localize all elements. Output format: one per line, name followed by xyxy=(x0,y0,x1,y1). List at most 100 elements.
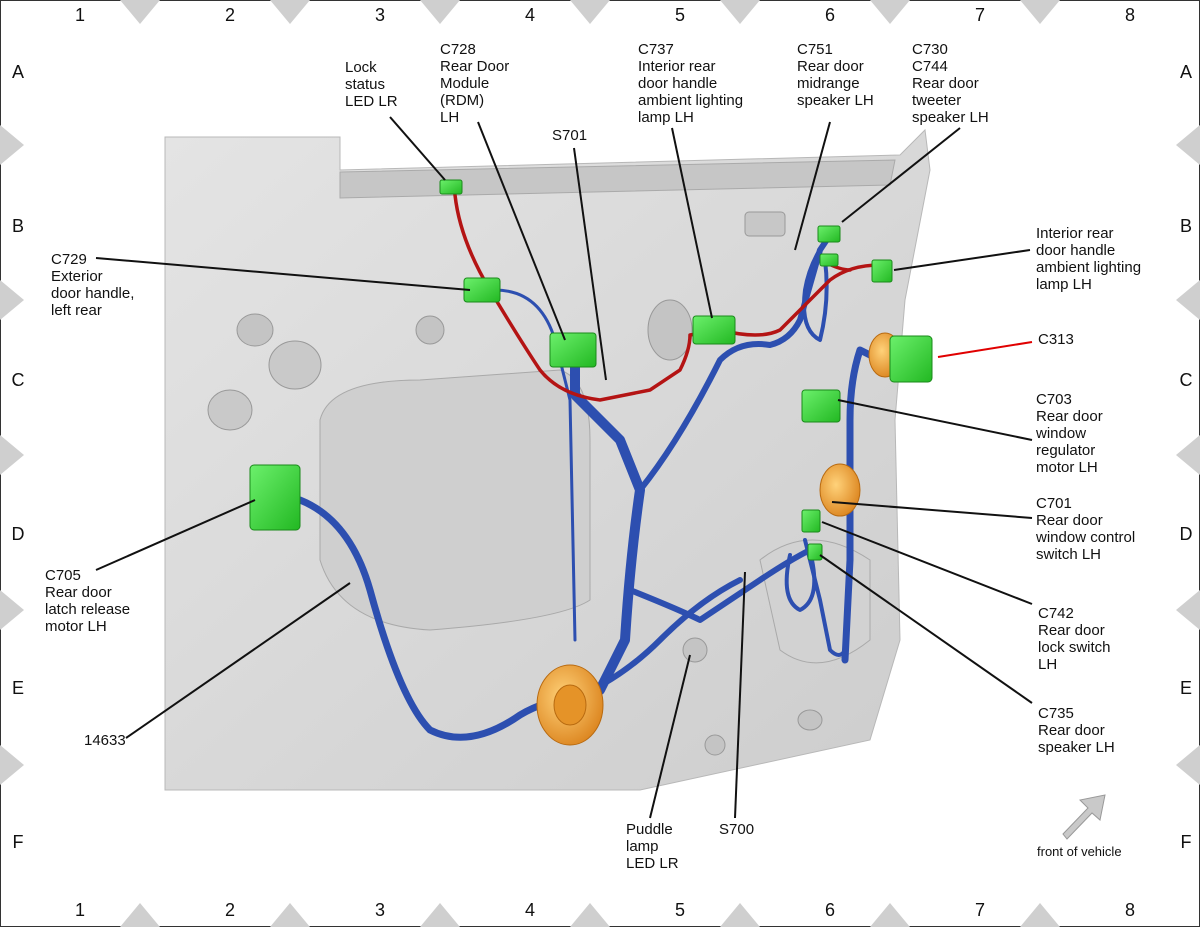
grid-column-label: 2 xyxy=(225,5,235,25)
callout-lock-status-led: Lock xyxy=(345,59,377,76)
callout-c703: Rear door xyxy=(1036,408,1103,425)
callout-c729: Exterior xyxy=(51,268,103,285)
callout-c729: left rear xyxy=(51,302,102,319)
grid-column-label: 6 xyxy=(825,900,835,920)
main-harness-blue xyxy=(296,232,884,741)
connector-c730-c744 xyxy=(819,253,839,267)
callout-c737: ambient lighting xyxy=(638,92,743,109)
callout-c730-c744: Rear door xyxy=(912,75,979,92)
callout-c737: C737 xyxy=(638,41,674,58)
grid-row-label: F xyxy=(1181,832,1192,852)
grommet-mid xyxy=(819,463,861,517)
callout-s701: S701 xyxy=(552,127,587,144)
grid-column-label: 4 xyxy=(525,900,535,920)
callout-c742: C742 xyxy=(1038,605,1074,622)
callout-c730-c744: speaker LH xyxy=(912,109,989,126)
callout-s700: S700 xyxy=(719,821,754,838)
callout-c728: (RDM) xyxy=(440,92,484,109)
callout-c735: speaker LH xyxy=(1038,739,1115,756)
callout-interior-lamp: door handle xyxy=(1036,242,1115,259)
callout-harness-14633: 14633 xyxy=(84,732,126,749)
connector-c705 xyxy=(249,464,301,531)
grid-row-label: D xyxy=(12,524,25,544)
callout-c703: motor LH xyxy=(1036,459,1098,476)
callout-c313: C313 xyxy=(1038,331,1074,348)
callout-interior-lamp: Interior rear xyxy=(1036,225,1114,242)
grid-column-label: 8 xyxy=(1125,900,1135,920)
callout-c701: Rear door xyxy=(1036,512,1103,529)
callout-interior-lamp: ambient lighting xyxy=(1036,259,1141,276)
grid-row-label: D xyxy=(1180,524,1193,544)
grid-column-label: 1 xyxy=(75,5,85,25)
connectors xyxy=(249,179,933,561)
callout-c729: door handle, xyxy=(51,285,134,302)
callout-c705: C705 xyxy=(45,567,81,584)
callout-c705: Rear door xyxy=(45,584,112,601)
grid-columns-top: 1 2 3 4 5 6 7 8 xyxy=(75,5,1135,25)
grid-column-label: 1 xyxy=(75,900,85,920)
grid-column-label: 5 xyxy=(675,5,685,25)
grid-column-label: 7 xyxy=(975,900,985,920)
callout-c730-c744: C744 xyxy=(912,58,948,75)
callout-c705: motor LH xyxy=(45,618,107,635)
grid-column-label: 6 xyxy=(825,5,835,25)
connector-c703 xyxy=(801,389,841,423)
callout-c737: door handle xyxy=(638,75,717,92)
grid-row-label: F xyxy=(13,832,24,852)
callout-c728: LH xyxy=(440,109,459,126)
grid-row-label: E xyxy=(1180,678,1192,698)
callout-c751: midrange xyxy=(797,75,860,92)
grid-column-label: 4 xyxy=(525,5,535,25)
connector-interior-lamp xyxy=(871,259,893,283)
grid-rows-left: A B C D E F xyxy=(12,62,25,852)
grid-column-label: 3 xyxy=(375,5,385,25)
callout-c751: speaker LH xyxy=(797,92,874,109)
callout-front-of-vehicle: front of vehicle xyxy=(1037,844,1122,859)
callout-c701: C701 xyxy=(1036,495,1072,512)
callout-c737: Interior rear xyxy=(638,58,716,75)
grid-row-label: C xyxy=(12,370,25,390)
grid-column-label: 8 xyxy=(1125,5,1135,25)
grid-row-label: C xyxy=(1180,370,1193,390)
connector-c742 xyxy=(801,509,821,533)
callout-puddle-lamp: LED LR xyxy=(626,855,679,872)
grid-column-label: 7 xyxy=(975,5,985,25)
callout-c742: LH xyxy=(1038,656,1057,673)
callout-c742: lock switch xyxy=(1038,639,1111,656)
callout-interior-lamp: lamp LH xyxy=(1036,276,1092,293)
callout-c703: C703 xyxy=(1036,391,1072,408)
grid-row-label: A xyxy=(1180,62,1192,82)
callout-c751: Rear door xyxy=(797,58,864,75)
callout-c735: Rear door xyxy=(1038,722,1105,739)
connector-c728 xyxy=(549,332,597,368)
grid-row-label: B xyxy=(12,216,24,236)
grid-row-label: A xyxy=(12,62,24,82)
grid-column-label: 5 xyxy=(675,900,685,920)
callout-c728: Rear Door xyxy=(440,58,509,75)
callout-c701: window control xyxy=(1035,529,1135,546)
callout-puddle-lamp: lamp xyxy=(626,838,659,855)
leader-line-c313 xyxy=(937,341,1033,358)
callout-c728: C728 xyxy=(440,41,476,58)
callout-c701: switch LH xyxy=(1036,546,1101,563)
connector-lock-led xyxy=(439,179,463,195)
callout-c730-c744: C730 xyxy=(912,41,948,58)
callout-c751: C751 xyxy=(797,41,833,58)
callout-lock-status-led: LED LR xyxy=(345,93,398,110)
callout-c730-c744: tweeter xyxy=(912,92,961,109)
connector-c313 xyxy=(889,335,933,383)
callout-puddle-lamp: Puddle xyxy=(626,821,673,838)
callout-lock-status-led: status xyxy=(345,76,385,93)
leader-lines xyxy=(95,116,1033,819)
grid-column-label: 3 xyxy=(375,900,385,920)
callout-c742: Rear door xyxy=(1038,622,1105,639)
callout-c703: window xyxy=(1035,425,1086,442)
grid-row-label: E xyxy=(12,678,24,698)
callout-c703: regulator xyxy=(1036,442,1095,459)
